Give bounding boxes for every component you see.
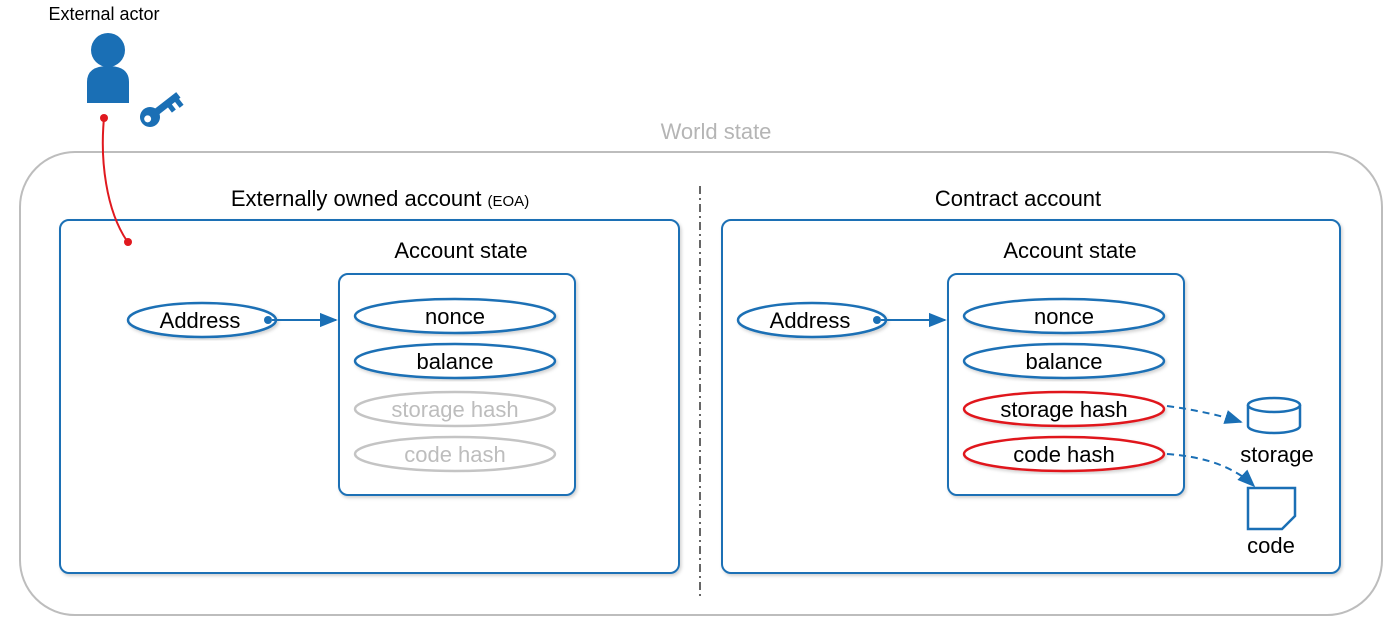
eoa-nonce-label: nonce: [425, 304, 485, 329]
storage-cylinder-icon: [1246, 396, 1302, 435]
contract-balance-label: balance: [1025, 349, 1102, 374]
contract-nonce-label: nonce: [1034, 304, 1094, 329]
eoa-account-state-title: Account state: [394, 238, 527, 263]
code-document-icon: [1246, 486, 1297, 531]
code-label: code: [1247, 533, 1295, 558]
code-hash-link: [1166, 453, 1256, 488]
contract-address-label: Address: [770, 308, 851, 333]
eoa-code-hash-node: [353, 435, 557, 473]
eoa-address-label: Address: [160, 308, 241, 333]
storage-label: storage: [1240, 442, 1313, 467]
eoa-storage-hash-node: [353, 390, 557, 428]
world-state-boundary: [19, 151, 1383, 616]
contract-address-port: [873, 316, 881, 324]
contract-account-state-title: Account state: [1003, 238, 1136, 263]
contract-title: Contract account: [935, 186, 1101, 211]
person-icon: [87, 33, 129, 103]
eoa-balance-label: balance: [416, 349, 493, 374]
contract-code-hash-node: [962, 435, 1166, 473]
storage-hash-link: [1166, 405, 1243, 424]
contract-balance-node: [962, 342, 1166, 380]
eoa-storage-hash-label: storage hash: [391, 397, 518, 422]
world-state-label: World state: [661, 119, 772, 144]
eoa-title: Externally owned account(EOA): [231, 186, 529, 211]
eoa-address-port: [264, 316, 272, 324]
eoa-balance-node: [353, 342, 557, 380]
contract-code-hash-label: code hash: [1013, 442, 1115, 467]
contract-storage-hash-label: storage hash: [1000, 397, 1127, 422]
contract-nonce-node: [962, 297, 1166, 335]
key-icon: [140, 92, 184, 127]
eoa-code-hash-label: code hash: [404, 442, 506, 467]
actor-control-link: [101, 117, 128, 242]
actor-link-end-dot: [124, 238, 132, 246]
actor-link-start-dot: [100, 114, 108, 122]
contract-storage-hash-node: [962, 390, 1166, 428]
eoa-nonce-node: [353, 297, 557, 335]
external-actor-label: External actor: [48, 4, 159, 24]
